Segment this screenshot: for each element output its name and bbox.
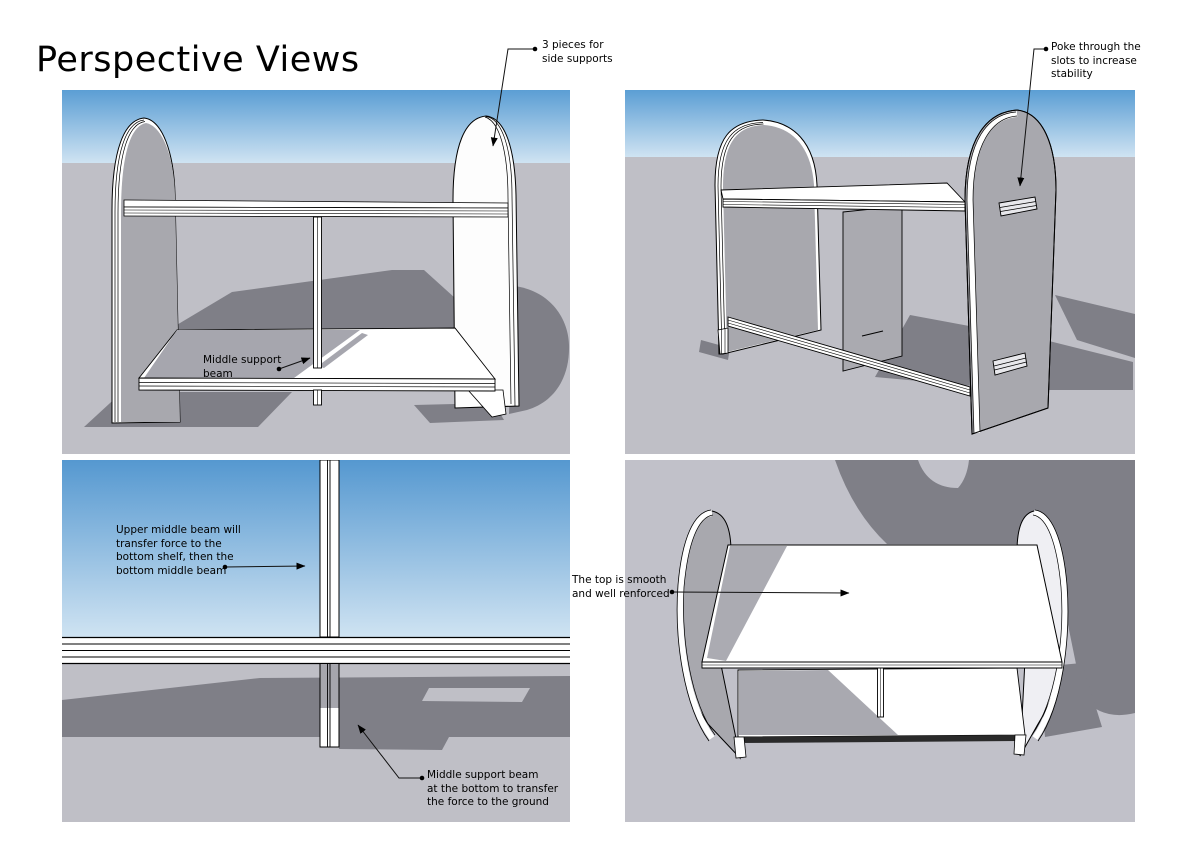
front-perspective-drawing: [62, 90, 570, 454]
annotation-middle-beam: Middle support beam: [203, 354, 282, 380]
annotation-side-supports: 3 pieces for side supports: [542, 39, 613, 65]
annotation-smooth-top: The top is smooth and well renforced: [572, 574, 670, 600]
rear-perspective-drawing: [625, 90, 1135, 454]
panel-rear-perspective: [625, 90, 1135, 454]
panel-front-perspective: [62, 90, 570, 454]
callout-dot: [1043, 46, 1049, 52]
page-title: Perspective Views: [36, 40, 360, 80]
annotation-bottom-middle-beam: Middle support beam at the bottom to tra…: [427, 769, 559, 808]
top-view-drawing: [625, 460, 1135, 822]
panel-beam-closeup: [62, 460, 570, 822]
beam-closeup-drawing: [62, 460, 570, 822]
annotation-upper-middle-beam: Upper middle beam will transfer force to…: [116, 524, 241, 577]
callout-dot: [532, 46, 538, 52]
annotation-poke-slots: Poke through the slots to increase stabi…: [1051, 41, 1141, 80]
panel-top-view: [625, 460, 1135, 822]
